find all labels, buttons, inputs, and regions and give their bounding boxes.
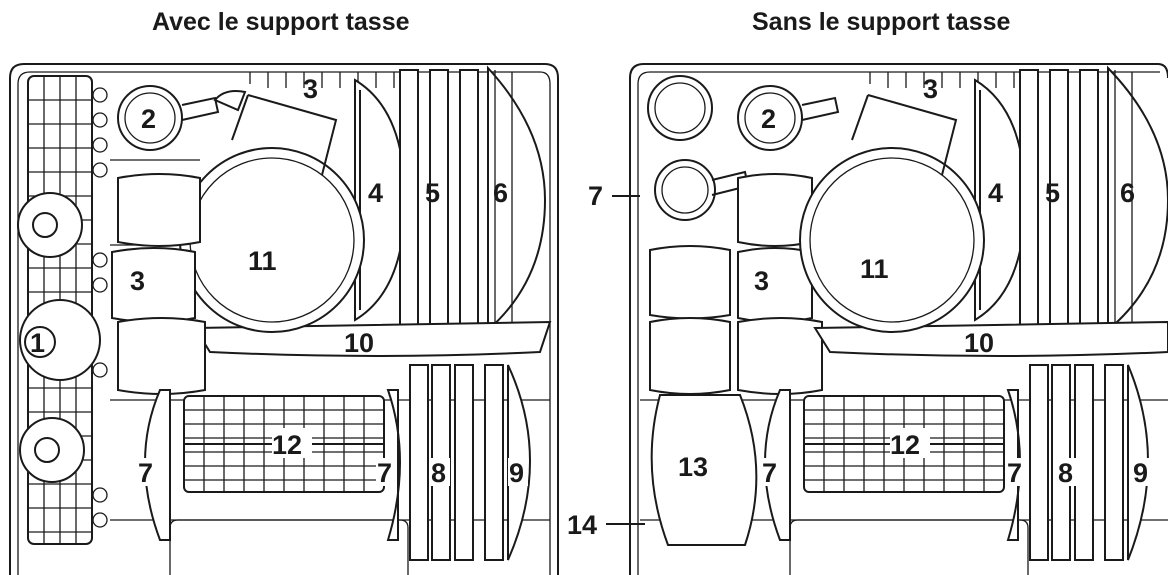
label-position-2: 2	[141, 104, 156, 134]
label-position-7-callout: 7	[588, 181, 603, 211]
pot-right	[799, 94, 985, 333]
rack-right: 2 3 3 4 5 6 7 7 7 8 9 10 11 12 13 14	[567, 63, 1168, 575]
plates-upper-right	[974, 65, 1168, 333]
label-position-7-right: 7	[377, 458, 392, 488]
label-position-3-top: 3	[303, 74, 318, 104]
title-without-cup-support: Sans le support tasse	[752, 8, 1011, 36]
small-pot-right	[737, 85, 840, 151]
glasses	[17, 173, 206, 483]
label-position-8-right: 8	[1058, 458, 1073, 488]
position-labels-right: 2 3 3 4 5 6 7 7 7 8 9 10 11 12 13 14	[567, 74, 1154, 540]
label-position-11-right: 11	[860, 254, 889, 284]
label-position-10: 10	[344, 328, 374, 358]
label-position-3-top-right: 3	[923, 74, 938, 104]
label-position-3-left-right: 3	[754, 266, 769, 296]
cups	[647, 75, 823, 395]
label-position-12-right: 12	[890, 430, 920, 460]
rack-left: 1 2 3 3 4 5 6 7 7 8 9 10 11 12	[9, 63, 559, 575]
label-position-10-right: 10	[964, 328, 994, 358]
small-pot	[117, 85, 220, 151]
label-position-11: 11	[248, 246, 277, 276]
label-position-5-right: 5	[1045, 178, 1060, 208]
label-position-1: 1	[30, 328, 45, 358]
plates-upper	[354, 65, 547, 333]
label-position-7-left: 7	[138, 458, 153, 488]
pot	[179, 90, 365, 333]
label-position-14: 14	[567, 510, 597, 540]
label-position-4-right: 4	[988, 178, 1003, 208]
label-position-12: 12	[272, 430, 302, 460]
label-position-6-right: 6	[1120, 178, 1135, 208]
position-labels-left: 1 2 3 3 4 5 6 7 7 8 9 10 11 12	[24, 74, 528, 488]
plates-lower-right	[650, 364, 1149, 561]
label-position-5: 5	[425, 178, 440, 208]
label-position-13: 13	[678, 452, 708, 482]
label-position-9-right: 9	[1133, 458, 1148, 488]
label-position-9: 9	[509, 458, 524, 488]
label-position-3-left: 3	[130, 266, 145, 296]
title-with-cup-support: Avec le support tasse	[152, 8, 410, 36]
label-position-8: 8	[431, 458, 446, 488]
plates-lower	[144, 364, 531, 561]
label-position-2-right: 2	[761, 104, 776, 134]
label-position-6: 6	[493, 178, 508, 208]
label-position-4: 4	[368, 178, 383, 208]
label-position-7-basket: 7	[1007, 458, 1022, 488]
label-position-7-mid: 7	[762, 458, 777, 488]
